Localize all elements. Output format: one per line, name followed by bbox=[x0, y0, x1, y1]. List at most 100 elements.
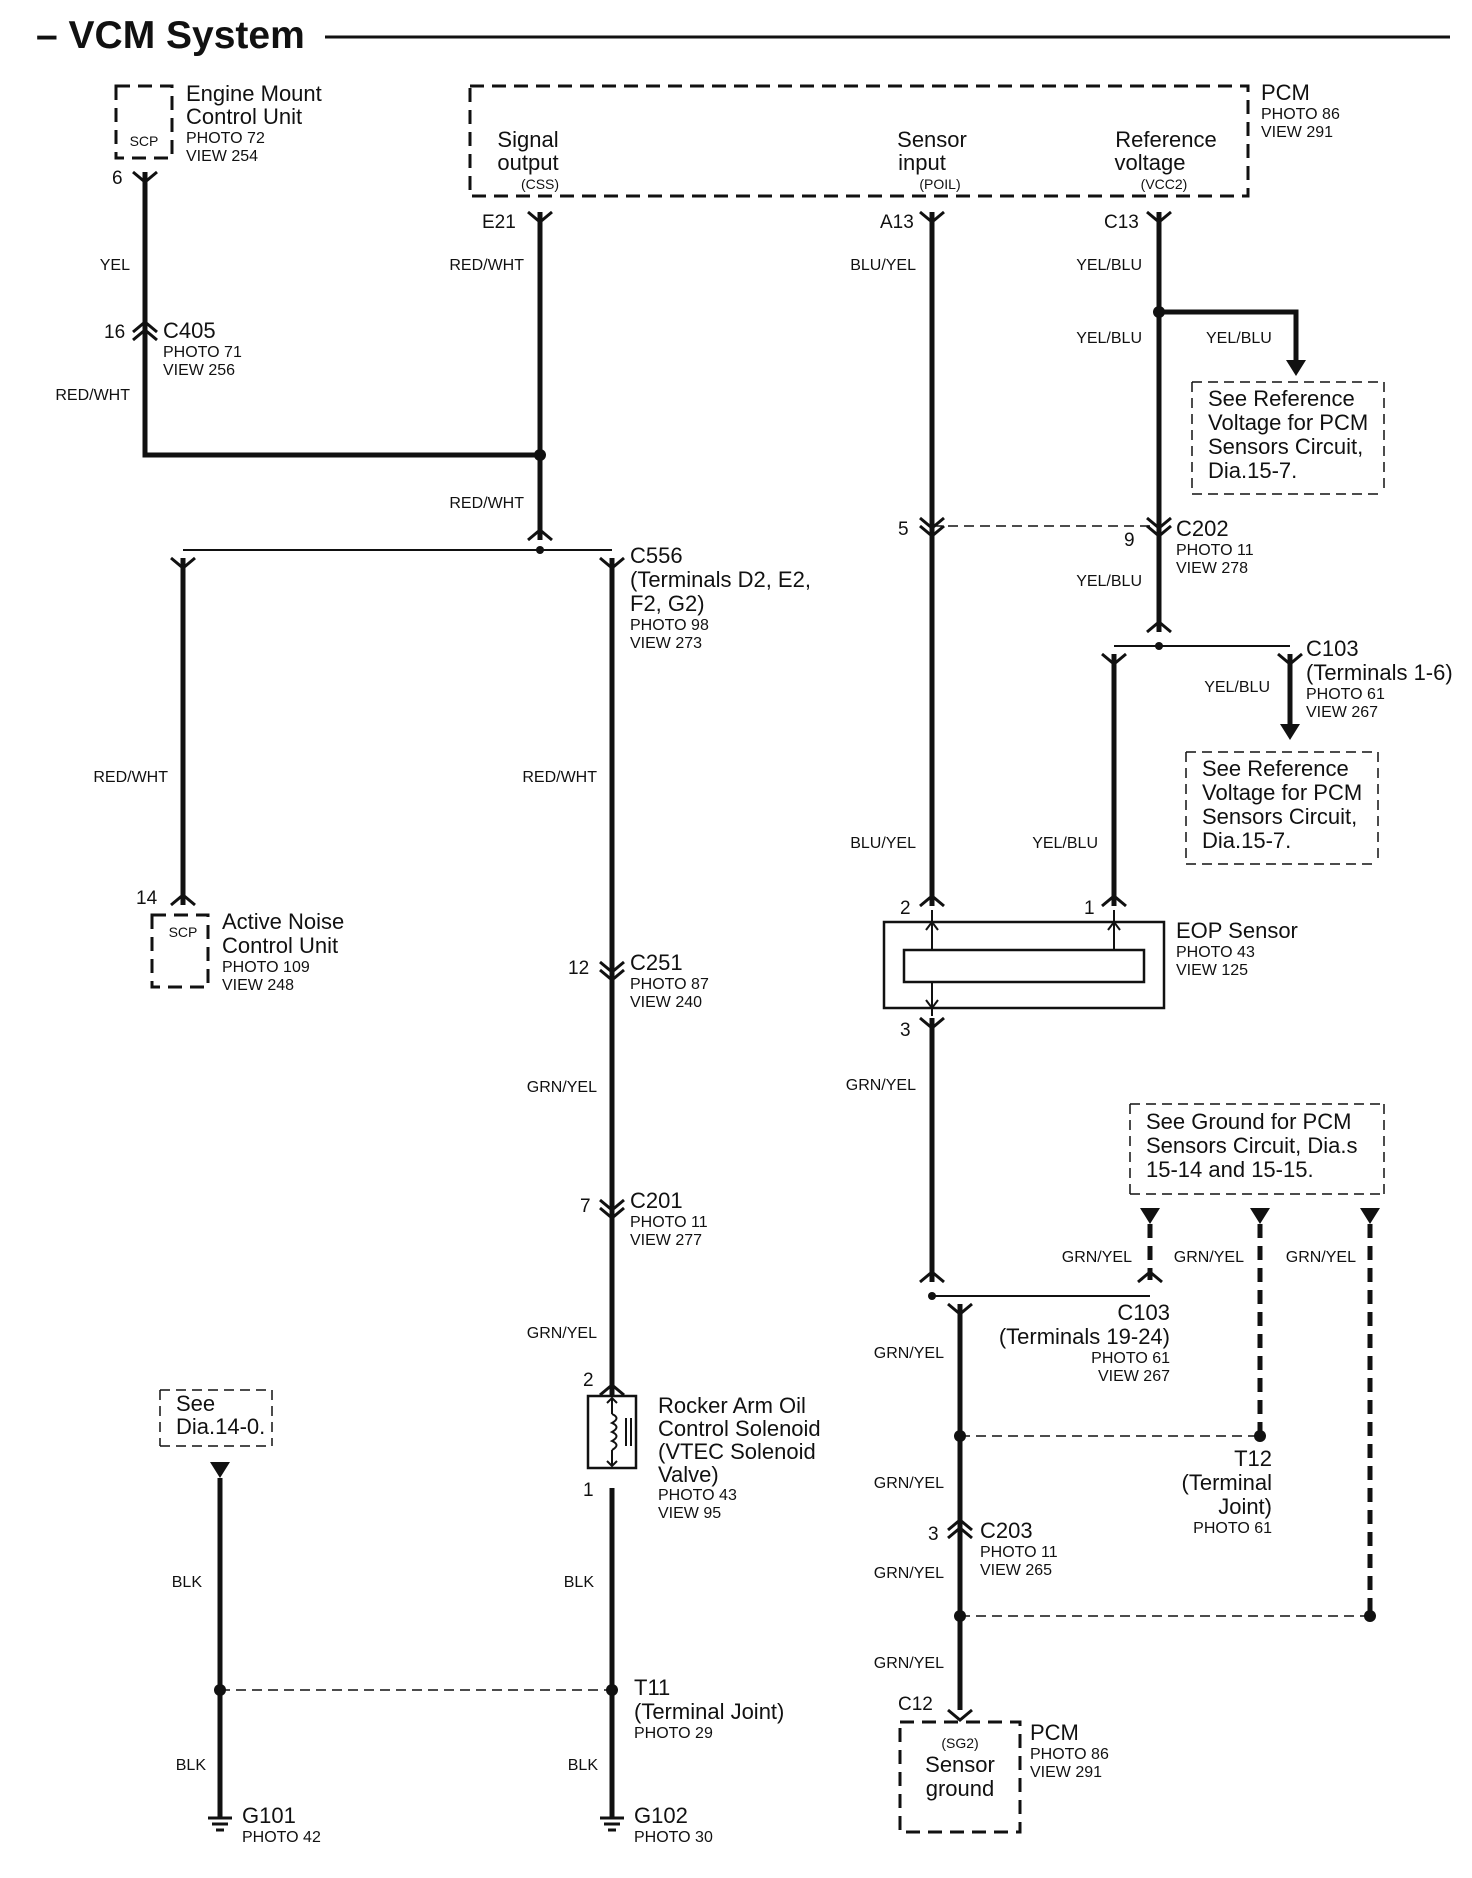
eop-pin-3: 3 bbox=[900, 1020, 911, 1041]
label-grn-yel-5: GRN/YEL bbox=[1174, 1249, 1244, 1266]
eop-sensor-arrows bbox=[925, 910, 1121, 1016]
see-dia-14-callout: See Dia.14-0. bbox=[159, 1389, 273, 1478]
label-grn-yel-2: GRN/YEL bbox=[527, 1325, 597, 1342]
label-yel: YEL bbox=[100, 257, 130, 274]
c203-id: C203 bbox=[980, 1518, 1033, 1543]
connector-c103-bottom-in bbox=[919, 1270, 945, 1284]
t12-desc-line1: (Terminal bbox=[1182, 1470, 1272, 1495]
see-dia-14-arrow-icon bbox=[210, 1462, 230, 1478]
pcm-bottom-photo: PHOTO 86 bbox=[1030, 1746, 1109, 1763]
connector-a13 bbox=[919, 210, 945, 224]
c103-bottom-id: C103 bbox=[1117, 1300, 1170, 1325]
see-dia-14-line2: Dia.14-0. bbox=[176, 1414, 265, 1439]
junction-t12-left bbox=[954, 1430, 966, 1442]
eop-sensor-element bbox=[902, 948, 1146, 984]
label-red-wht-2: RED/WHT bbox=[449, 257, 524, 274]
pin-c13: C13 bbox=[1104, 212, 1139, 233]
connector-c556-right bbox=[599, 556, 625, 570]
junction-c556 bbox=[536, 546, 544, 554]
ref-voltage-arrow-1-icon bbox=[1286, 360, 1306, 376]
pcm-bottom-code: (SG2) bbox=[941, 1735, 978, 1751]
pcm-bottom-label-line2: ground bbox=[926, 1776, 995, 1801]
c201-id: C201 bbox=[630, 1188, 683, 1213]
connector-solenoid-top bbox=[599, 1383, 625, 1397]
connector-c201 bbox=[599, 1198, 625, 1220]
reference-voltage-code: (VCC2) bbox=[1141, 176, 1188, 192]
engine-mount-box bbox=[114, 84, 174, 160]
eop-sensor-name: EOP Sensor bbox=[1176, 918, 1298, 943]
t11-id: T11 bbox=[634, 1675, 670, 1700]
pcm-bottom-view: VIEW 291 bbox=[1030, 1764, 1102, 1781]
c201-connector: 7 C201 PHOTO 11 VIEW 277 bbox=[580, 1188, 708, 1249]
label-grn-yel-4: GRN/YEL bbox=[1062, 1249, 1132, 1266]
wire-ref-voltage-branch-1 bbox=[1159, 309, 1299, 362]
label-yel-blu-4: YEL/BLU bbox=[1076, 573, 1142, 590]
label-red-wht-5: RED/WHT bbox=[522, 769, 597, 786]
reference-voltage-line2: voltage bbox=[1115, 150, 1186, 175]
c251-view: VIEW 240 bbox=[630, 994, 702, 1011]
junction-ref-voltage bbox=[1153, 306, 1165, 318]
label-yel-blu-3: YEL/BLU bbox=[1206, 330, 1272, 347]
solenoid-coil-icon bbox=[609, 1413, 618, 1451]
see-ground-line2: Sensors Circuit, Dia.s bbox=[1146, 1133, 1358, 1158]
junction-t11 bbox=[606, 1684, 618, 1696]
solenoid-name-line4: Valve) bbox=[658, 1462, 719, 1487]
label-blk-4: BLK bbox=[568, 1757, 599, 1774]
label-grn-yel-10: GRN/YEL bbox=[874, 1655, 944, 1672]
ground-arrow-2-icon bbox=[1250, 1208, 1270, 1224]
c103-top-connector: C103 (Terminals 1-6) PHOTO 61 VIEW 267 bbox=[1306, 636, 1453, 721]
c556-photo: PHOTO 98 bbox=[630, 617, 709, 634]
engine-mount-name-line1: Engine Mount bbox=[186, 81, 322, 106]
label-red-wht-4: RED/WHT bbox=[93, 769, 168, 786]
active-noise-box bbox=[150, 913, 210, 989]
connector-c251 bbox=[599, 960, 625, 982]
c103-top-id: C103 bbox=[1306, 636, 1359, 661]
c202-view: VIEW 278 bbox=[1176, 560, 1248, 577]
t11-photo: PHOTO 29 bbox=[634, 1725, 713, 1742]
c203-pin: 3 bbox=[928, 1524, 939, 1545]
pcm-top-name: PCM bbox=[1261, 80, 1310, 105]
g101-id: G101 bbox=[242, 1803, 296, 1828]
c556-desc-line1: (Terminals D2, E2, bbox=[630, 567, 811, 592]
c405-connector: 16 C405 PHOTO 71 VIEW 256 bbox=[104, 318, 242, 379]
connector-c202-right bbox=[1146, 516, 1172, 538]
engine-mount-view: VIEW 254 bbox=[186, 148, 258, 165]
g102-id: G102 bbox=[634, 1803, 688, 1828]
c103-bottom-desc: (Terminals 19-24) bbox=[999, 1324, 1170, 1349]
connector-c103-bottom-branch bbox=[1137, 1270, 1163, 1284]
ground-g101: G101 PHOTO 42 bbox=[208, 1803, 321, 1846]
c203-photo: PHOTO 11 bbox=[980, 1544, 1058, 1561]
see-ref-voltage-2-line3: Sensors Circuit, bbox=[1202, 804, 1357, 829]
eop-pin-2: 2 bbox=[900, 898, 911, 919]
see-ref-voltage-callout-1: See Reference Voltage for PCM Sensors Ci… bbox=[1191, 381, 1385, 495]
engine-mount-scp: SCP bbox=[130, 133, 159, 149]
see-ref-voltage-1-line1: See Reference bbox=[1208, 386, 1355, 411]
c405-pin: 16 bbox=[104, 322, 125, 343]
solenoid-name-line2: Control Solenoid bbox=[658, 1416, 821, 1441]
label-grn-yel-6: GRN/YEL bbox=[1286, 1249, 1356, 1266]
label-yel-blu-2: YEL/BLU bbox=[1076, 330, 1142, 347]
see-ref-voltage-box-1 bbox=[1191, 381, 1385, 495]
c251-connector: 12 C251 PHOTO 87 VIEW 240 bbox=[568, 950, 709, 1011]
label-grn-yel-1: GRN/YEL bbox=[527, 1079, 597, 1096]
see-ref-voltage-2-line2: Voltage for PCM bbox=[1202, 780, 1362, 805]
g101-photo: PHOTO 42 bbox=[242, 1829, 321, 1846]
t12-id: T12 bbox=[1234, 1446, 1272, 1471]
active-noise-name-line1: Active Noise bbox=[222, 909, 344, 934]
eop-sensor-photo: PHOTO 43 bbox=[1176, 944, 1255, 961]
rocker-arm-solenoid: 2 1 Rocker Arm Oil Control Solenoid (VTE… bbox=[583, 1370, 821, 1522]
label-yel-blu-1: YEL/BLU bbox=[1076, 257, 1142, 274]
pcm-top-photo: PHOTO 86 bbox=[1261, 106, 1340, 123]
solenoid-pin-bottom: 1 bbox=[583, 1480, 594, 1501]
engine-mount-name-line2: Control Unit bbox=[186, 104, 302, 129]
signal-output-code: (CSS) bbox=[521, 176, 559, 192]
ground-arrow-1-icon bbox=[1140, 1208, 1160, 1224]
c201-view: VIEW 277 bbox=[630, 1232, 702, 1249]
c202-photo: PHOTO 11 bbox=[1176, 542, 1254, 559]
sensor-input-line1: Sensor bbox=[897, 127, 967, 152]
connector-c556-left bbox=[170, 556, 196, 570]
eop-sensor-view: VIEW 125 bbox=[1176, 962, 1248, 979]
active-noise-pin: 14 bbox=[136, 888, 158, 909]
connector-c202-left bbox=[919, 516, 945, 538]
solenoid-pin-top: 2 bbox=[583, 1370, 594, 1391]
